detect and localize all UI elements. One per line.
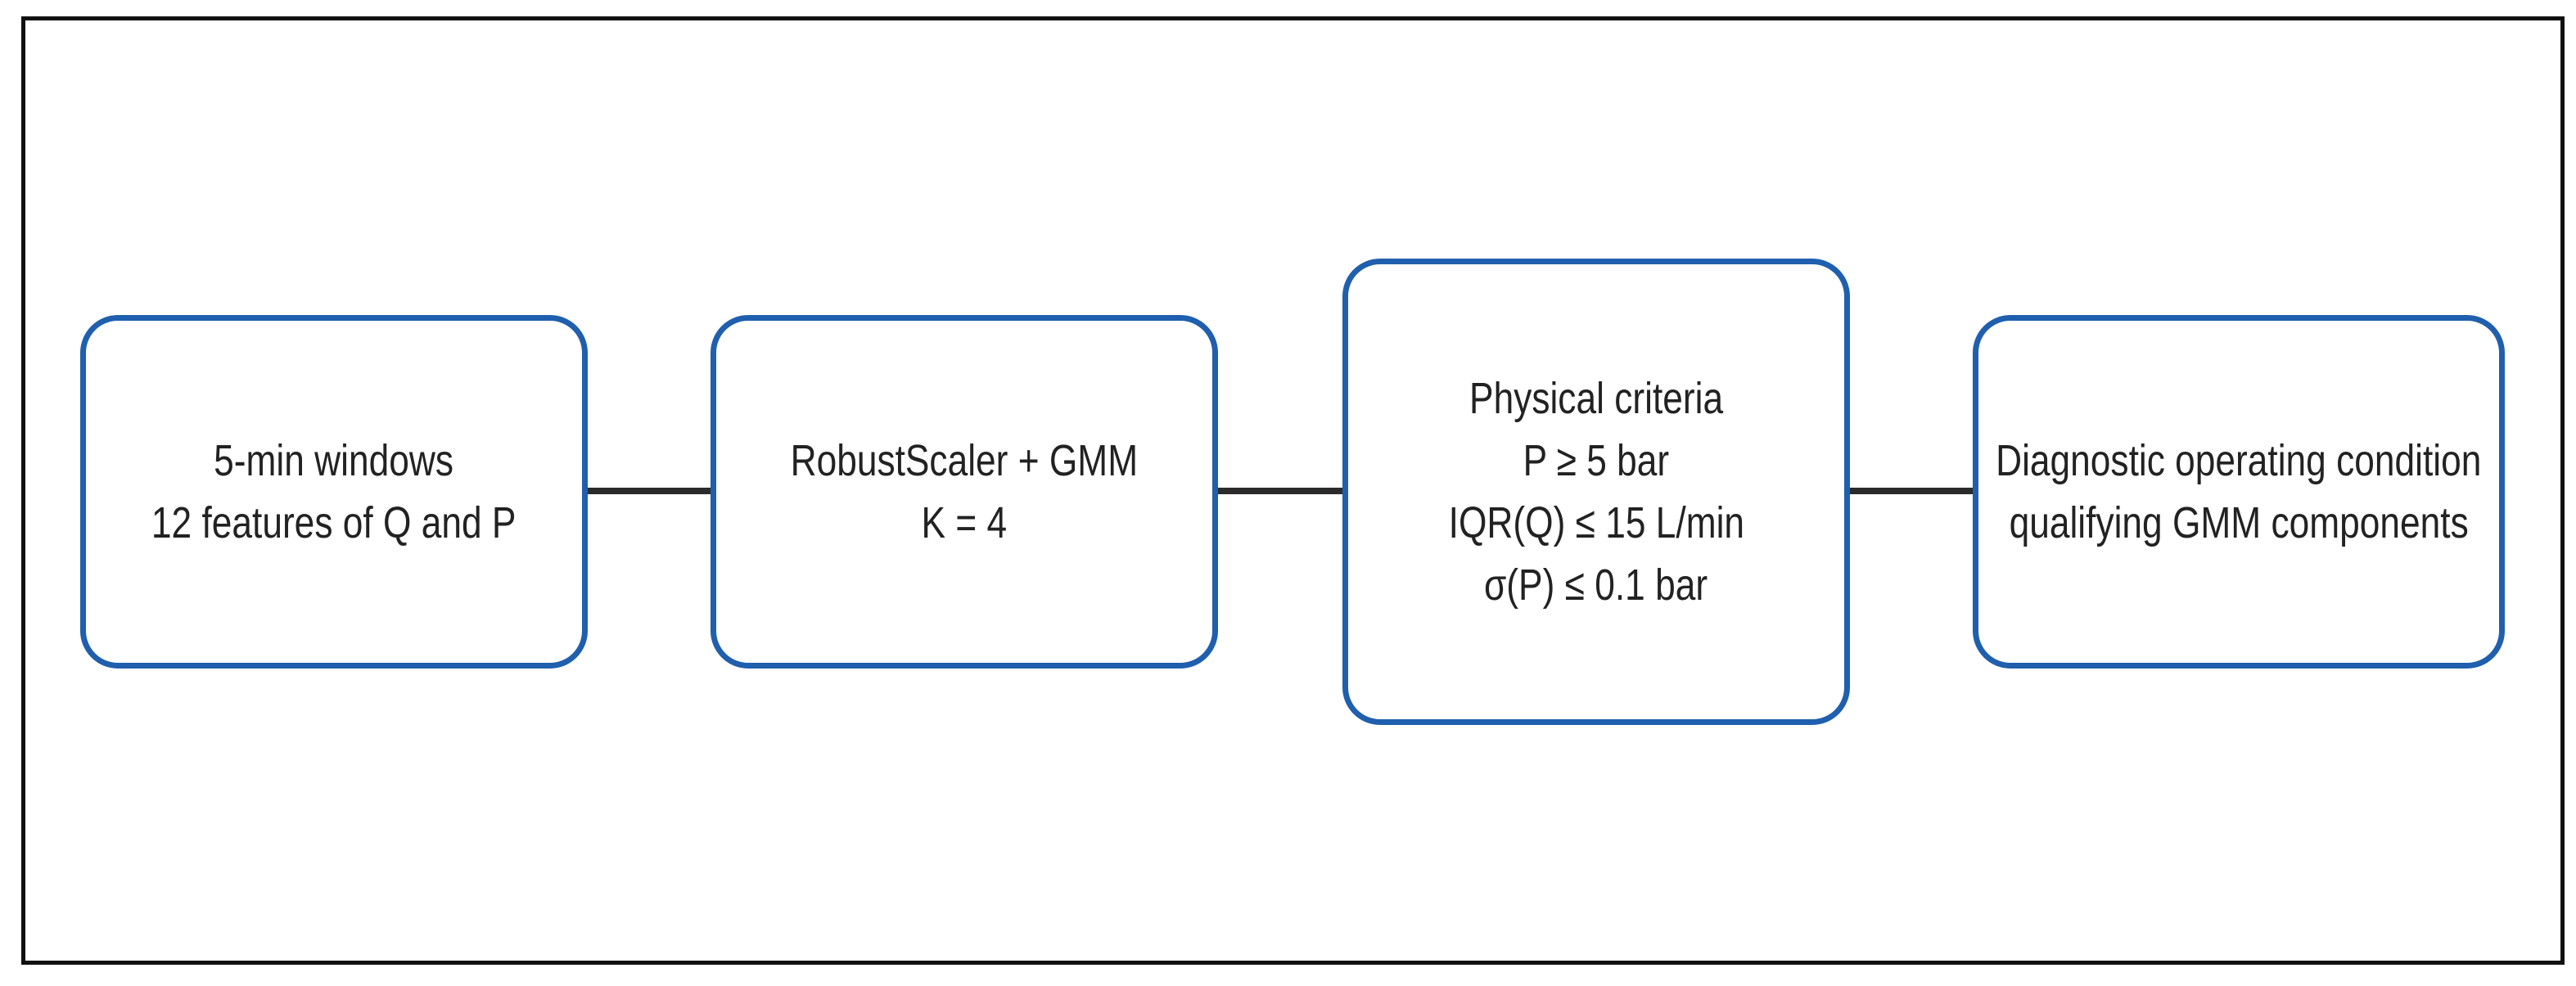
edge-criteria-to-diagnostic xyxy=(1829,476,1994,506)
node-criteria-line-1: Physical criteria xyxy=(1468,374,1724,423)
node-gmm-line-2: K = 4 xyxy=(921,498,1008,547)
node-criteria-line-4: σ(P) ≤ 0.1 bar xyxy=(1484,561,1708,610)
node-diagnostic: Diagnostic operating condition qualifyin… xyxy=(1973,315,2505,669)
node-criteria-line-2: P ≥ 5 bar xyxy=(1523,436,1670,485)
edge-windows-to-gmm xyxy=(566,476,732,506)
edge-gmm-to-criteria xyxy=(1197,476,1364,506)
node-gmm: RobustScaler + GMM K = 4 xyxy=(711,315,1218,669)
node-gmm-line-1: RobustScaler + GMM xyxy=(790,436,1139,485)
node-windows-line-1: 5-min windows xyxy=(214,436,454,485)
node-diagnostic-line-2: qualifying GMM components xyxy=(2009,498,2469,547)
node-windows: 5-min windows 12 features of Q and P xyxy=(80,315,588,669)
node-criteria-line-3: IQR(Q) ≤ 15 L/min xyxy=(1448,498,1744,547)
node-windows-line-2: 12 features of Q and P xyxy=(151,498,517,547)
node-diagnostic-line-1: Diagnostic operating condition xyxy=(1996,436,2482,485)
node-criteria: Physical criteria P ≥ 5 bar IQR(Q) ≤ 15 … xyxy=(1342,259,1850,725)
